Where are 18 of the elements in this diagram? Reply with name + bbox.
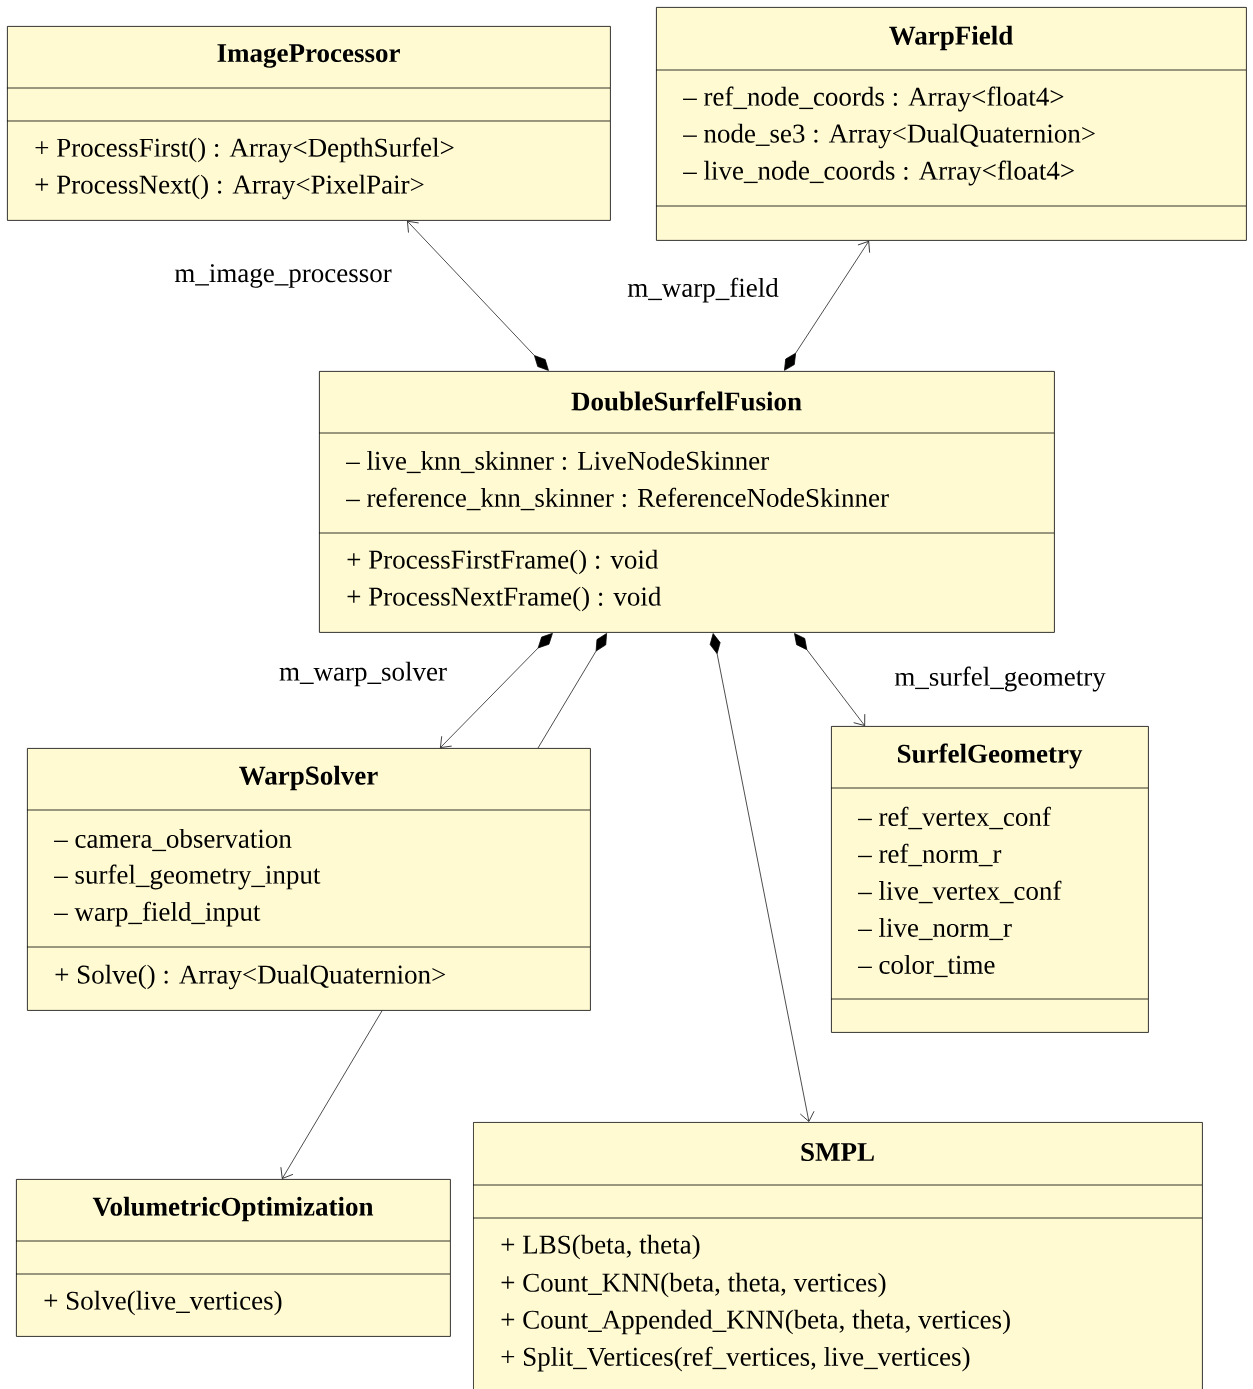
class-box: WarpSolver – camera_observation – surfel_geometry_input – warp_field_input + Solve() : Array<DualQuaternion>	[26, 748, 591, 1011]
class-box: DoubleSurfelFusion – live_knn_skinner : LiveNodeSkinner – reference_knn_skinner : ReferenceNodeSkinner + ProcessFirstFrame() : void + ProcessNextFrame() : void	[318, 371, 1055, 633]
arrow	[784, 240, 870, 371]
class-box: SurfelGeometry – ref_vertex_conf – ref_norm_r – live_vertex_conf – live_norm_r – color_time	[830, 726, 1149, 1033]
edge-label: m_warp_field	[625, 275, 781, 305]
edge-label: m_surfel_geometry	[892, 664, 1108, 694]
arrow	[537, 633, 607, 749]
class-box: SMPL + LBS(beta, theta) + Count_KNN(beta, theta, vertices) + Count_Appended_KNN(beta, theta, vertices) + Split_Vertices(ref_vertices, live_vertices)	[472, 1122, 1203, 1389]
edge-label: m_warp_solver	[277, 659, 449, 689]
class-box: VolumetricOptimization + Solve(live_vertices)	[15, 1179, 451, 1337]
edge-label: m_image_processor	[172, 262, 394, 290]
class-box: WarpField – ref_node_coords : Array<float4> – node_se3 : Array<DualQuaternion> – live_node_coords : Array<float4>	[655, 7, 1247, 241]
arrow	[794, 633, 866, 726]
arrow	[407, 220, 549, 371]
arrow	[709, 633, 815, 1122]
arrow	[280, 1010, 383, 1179]
arrow	[440, 633, 553, 748]
class-box: ImageProcessor + ProcessFirst() : Array<DepthSurfel> + ProcessNext() : Array<PixelPair>	[6, 26, 611, 221]
